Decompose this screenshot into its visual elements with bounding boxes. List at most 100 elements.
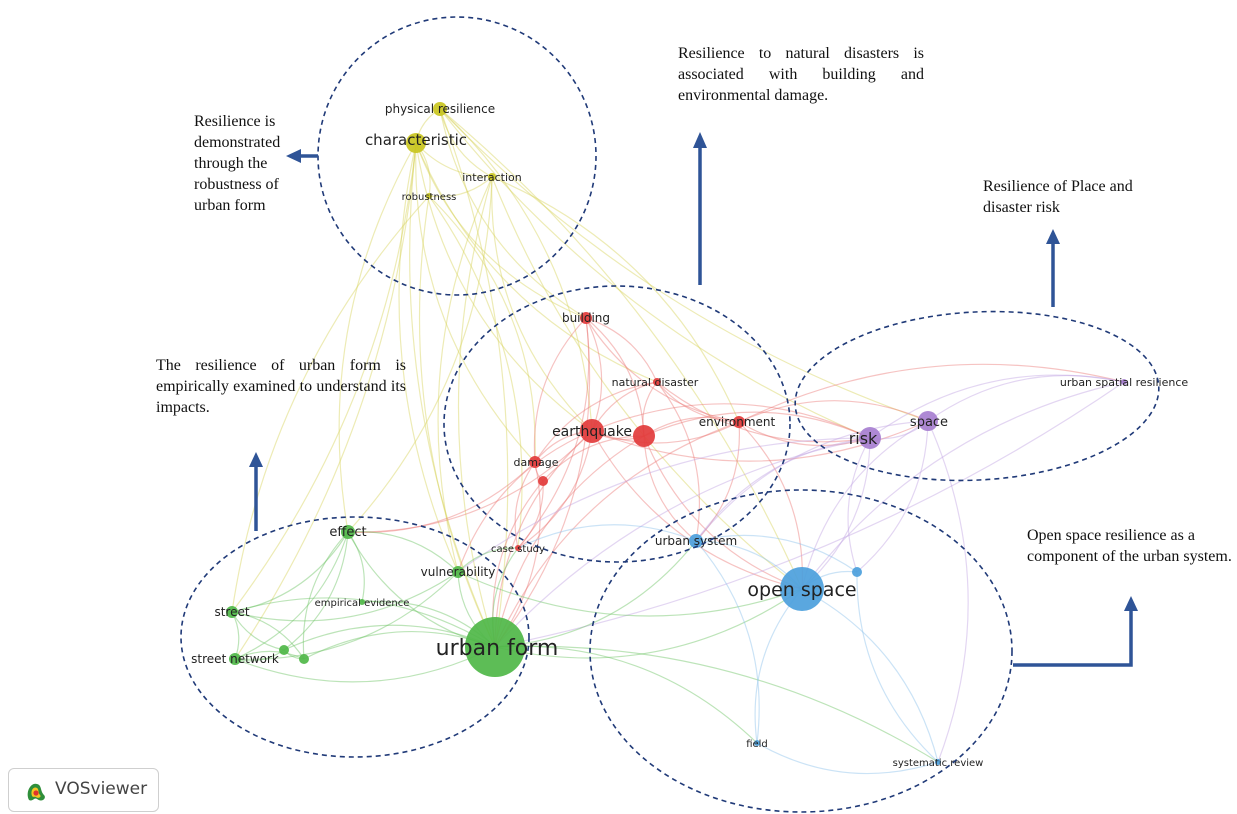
- label-urban-form: urban form: [436, 636, 559, 661]
- annotation-red-cluster: Resilience to natural disasters is assoc…: [678, 45, 924, 104]
- edge-building-case-study: [517, 317, 590, 549]
- node-damage-2[interactable]: [538, 476, 548, 486]
- node-field[interactable]: [754, 740, 760, 746]
- node-street[interactable]: [226, 606, 238, 618]
- edge-earthquake-risk: [591, 403, 871, 439]
- label-street-network: street network: [191, 652, 279, 666]
- edge-damage-2-case-study: [517, 480, 544, 549]
- node-systematic-review[interactable]: [935, 759, 941, 765]
- network-labels: physical resilience characteristic interac…: [191, 102, 1188, 769]
- label-robustness: robustness: [402, 192, 457, 203]
- label-urban-system: urban system: [655, 534, 737, 548]
- edge-risk-vulnerability: [457, 437, 871, 573]
- edge-urban-system-case-study: [517, 524, 697, 549]
- edge-physical-resilience-open-space: [439, 108, 803, 590]
- label-interaction: interaction: [462, 171, 522, 184]
- node-earthquake[interactable]: [580, 419, 604, 443]
- edge-effect-green-small-1: [283, 531, 349, 651]
- edge-building-urban-form: [494, 317, 591, 648]
- vosviewer-badge[interactable]: VOSviewer: [8, 768, 159, 812]
- edge-open-space-field: [754, 588, 803, 744]
- edge-damage-case-study: [514, 461, 536, 549]
- arrow-red-cluster: [693, 132, 707, 285]
- edge-characteristic-effect: [338, 142, 417, 533]
- node-vulnerability[interactable]: [452, 566, 464, 578]
- node-green-small-1[interactable]: [279, 645, 289, 655]
- edge-urban-spatial-resilience-urban-form: [494, 381, 1125, 648]
- edge-natural-disaster-risk: [656, 381, 871, 443]
- edge-characteristic-street: [231, 142, 417, 613]
- edge-robustness-case-study: [428, 195, 523, 549]
- node-robustness[interactable]: [426, 193, 432, 199]
- edge-street-green-small-2: [231, 611, 305, 660]
- node-characteristic[interactable]: [406, 133, 426, 153]
- edge-risk-urban-spatial-resilience: [869, 374, 1125, 439]
- node-risk[interactable]: [859, 427, 881, 449]
- node-physical-resilience[interactable]: [433, 102, 447, 116]
- node-urban-spatial-resilience[interactable]: [1121, 379, 1127, 385]
- edge-space-blue-small-1: [856, 420, 929, 573]
- edge-earthquake-open-space: [591, 430, 803, 590]
- label-natural-disaster: natural disaster: [612, 376, 699, 389]
- node-interaction[interactable]: [488, 173, 496, 181]
- edge-building-earthquake-2: [585, 317, 645, 437]
- edge-robustness-interaction: [428, 176, 493, 198]
- edge-building-natural-disaster: [585, 317, 658, 383]
- edge-effect-empirical-evidence: [347, 531, 365, 603]
- vosviewer-logo-text: VOSviewer: [55, 779, 148, 799]
- arrow-blue-cluster: [1013, 596, 1138, 667]
- node-blue-small-1[interactable]: [852, 567, 862, 577]
- node-urban-form[interactable]: [465, 617, 525, 677]
- edge-urban-form-field: [494, 645, 758, 744]
- node-building[interactable]: [580, 312, 592, 324]
- edge-interaction-effect: [347, 176, 493, 533]
- edge-environment-urban-spatial-resilience: [738, 363, 1125, 423]
- node-natural-disaster[interactable]: [653, 378, 661, 386]
- vosviewer-logo-icon: [27, 783, 45, 801]
- edge-environment-urban-form: [494, 421, 740, 648]
- edge-physical-resilience-risk: [439, 108, 871, 439]
- edge-physical-resilience-urban-form: [439, 108, 509, 648]
- node-street-network[interactable]: [229, 653, 241, 665]
- edge-vulnerability-street-network: [234, 571, 459, 660]
- node-environment[interactable]: [733, 416, 745, 428]
- node-case-study[interactable]: [515, 545, 521, 551]
- node-effect[interactable]: [341, 525, 355, 539]
- node-urban-system[interactable]: [689, 534, 703, 548]
- network-edges: [231, 108, 1125, 775]
- edge-characteristic-urban-form: [409, 142, 496, 648]
- edge-earthquake-environment: [591, 421, 740, 444]
- edge-urban-form-systematic-review: [494, 645, 939, 763]
- annotation-arrows: [249, 132, 1138, 667]
- annotation-green-cluster: The resilience of urban form is empirica…: [156, 357, 406, 416]
- node-open-space[interactable]: [780, 567, 824, 611]
- node-empirical-evidence[interactable]: [359, 599, 365, 605]
- edge-natural-disaster-damage: [534, 381, 658, 463]
- edge-blue-small-1-systematic-review: [856, 571, 939, 763]
- edge-street-network-urban-form: [234, 646, 496, 683]
- label-urban-spatial-resilience: urban spatial resilience: [1060, 376, 1189, 389]
- edge-earthquake-2-urban-form: [494, 435, 645, 648]
- edge-space-urban-spatial-resilience: [927, 374, 1125, 422]
- node-damage[interactable]: [529, 456, 541, 468]
- edge-damage-effect: [347, 461, 536, 534]
- edge-characteristic-vulnerability: [398, 142, 459, 573]
- annotation-purple-cluster: Resilience of Place and disaster risk: [983, 178, 1133, 216]
- edge-earthquake-effect: [347, 430, 593, 533]
- label-characteristic: characteristic: [365, 131, 467, 149]
- node-space[interactable]: [918, 411, 938, 431]
- edge-earthquake-2-damage-2: [542, 435, 645, 482]
- label-open-space: open space: [747, 579, 856, 601]
- edge-open-space-systematic-review: [801, 588, 939, 763]
- node-green-small-2[interactable]: [299, 654, 309, 664]
- edge-natural-disaster-urban-system: [656, 381, 701, 542]
- edge-characteristic-damage: [415, 142, 536, 463]
- label-physical-resilience: physical resilience: [385, 102, 495, 116]
- edge-natural-disaster-environment: [656, 381, 740, 423]
- node-earthquake-2[interactable]: [633, 425, 655, 447]
- edge-effect-street: [231, 531, 349, 613]
- edge-building-earthquake: [585, 317, 603, 432]
- edge-physical-resilience-earthquake: [439, 108, 593, 432]
- edge-urban-system-field: [695, 540, 760, 744]
